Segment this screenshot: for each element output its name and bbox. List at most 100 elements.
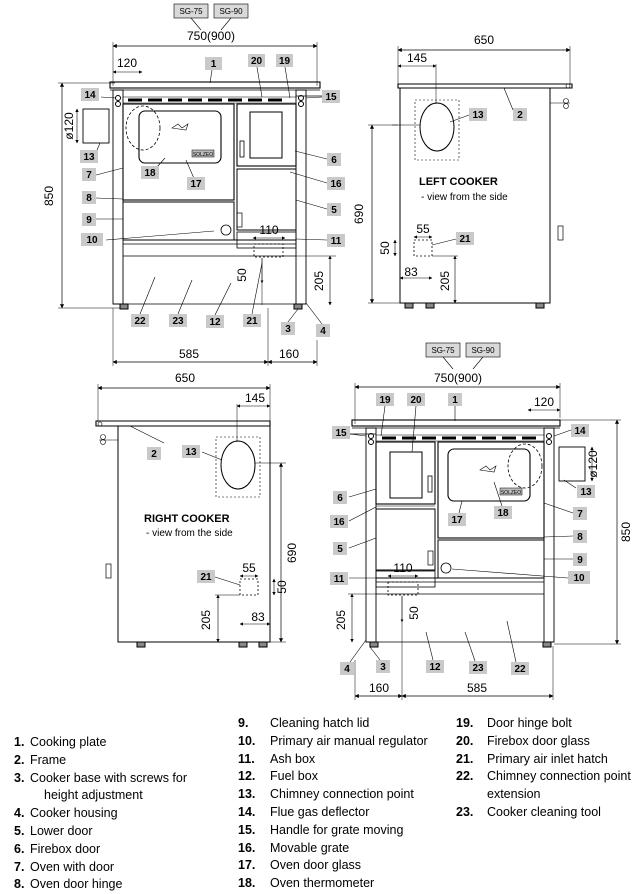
callout-22: 22 <box>134 316 146 327</box>
dim-850-b: 850 <box>619 522 633 542</box>
dim-850: 850 <box>42 186 56 206</box>
legend-item: 17.Oven door glass <box>238 858 362 873</box>
dim-110: 110 <box>259 223 278 237</box>
callout-12-b: 12 <box>429 662 441 673</box>
legend-column-1: 1.Cooking plate 2.Frame 3.Cooker base wi… <box>0 734 187 894</box>
legend-item-continued: extension <box>487 787 541 802</box>
legend-item: 11.Ash box <box>238 751 316 766</box>
legend-item: 14.Flue gas deflector <box>238 804 370 819</box>
dim-160: 160 <box>279 347 299 361</box>
dim-160-b: 160 <box>369 681 389 695</box>
legend-item-continued: height adjustment <box>44 788 143 803</box>
legend-item: 2.Frame <box>14 752 67 767</box>
callout-21-right: 21 <box>200 572 212 583</box>
callout-1: 1 <box>211 59 217 70</box>
parts-legend: 1.Cooking plate 2.Frame 3.Cooker base wi… <box>0 715 644 893</box>
callout-21-left: 21 <box>459 234 471 245</box>
dim-width-750-900: 750(900) <box>187 29 235 43</box>
legend-item: 3.Cooker base with screws for <box>14 770 188 785</box>
callout-3: 3 <box>285 324 291 335</box>
legend-item: 6.Firebox door <box>14 841 101 856</box>
callout-7: 7 <box>86 170 92 181</box>
dim-690-left: 690 <box>352 204 366 224</box>
callout-5-b: 5 <box>337 544 343 555</box>
dim-205: 205 <box>312 271 326 291</box>
dim-585-b: 585 <box>467 681 487 695</box>
callout-20-b: 20 <box>410 395 422 406</box>
legend-item: 23.Cooker cleaning tool <box>456 804 601 819</box>
left-cooker-caption: LEFT COOKER <box>419 176 498 188</box>
callout-17: 17 <box>190 179 202 190</box>
dim-205-right: 205 <box>199 610 213 630</box>
legend-column-2: 9.Cleaning hatch lid 10.Primary air manu… <box>238 715 428 893</box>
dim-650-top: 650 <box>474 33 494 47</box>
callout-14-b: 14 <box>574 426 586 437</box>
callout-16: 16 <box>330 179 342 190</box>
callout-7-b: 7 <box>577 509 583 520</box>
callout-3-b: 3 <box>380 662 386 673</box>
callout-18: 18 <box>144 168 156 179</box>
callout-11-b: 11 <box>334 574 345 585</box>
cooker-diagram: SG-75 SG-90 750(900) 120 850 ø120 <box>42 3 633 700</box>
dim-50-left: 50 <box>378 241 392 255</box>
legend-item: 1.Cooking plate <box>14 735 107 749</box>
thermometer-label-bottom: SOLZEO <box>501 490 521 496</box>
legend-item: 7.Oven with door <box>14 859 115 874</box>
front-view-bottom: SG-75 SG-90 750(900) 120 850 ø120 <box>330 342 633 700</box>
callout-5: 5 <box>331 205 337 216</box>
callout-14: 14 <box>84 90 96 101</box>
callout-4-b: 4 <box>344 664 350 675</box>
legend-item: 5.Lower door <box>14 823 93 838</box>
legend-item: 22.Chimney connection point <box>456 769 631 784</box>
right-cooker-subcaption: - view from the side <box>146 528 233 539</box>
callout-4: 4 <box>320 326 326 337</box>
callout-23-b: 23 <box>472 663 484 674</box>
callout-6-b: 6 <box>337 493 343 504</box>
callout-16-b: 16 <box>333 517 345 528</box>
model-tag-sg75-b: SG-75 <box>431 346 455 355</box>
callout-21: 21 <box>246 316 258 327</box>
callout-15: 15 <box>325 92 337 103</box>
dim-120: 120 <box>117 56 137 70</box>
callout-1-b: 1 <box>452 395 458 406</box>
legend-item: 9.Cleaning hatch lid <box>238 716 370 730</box>
callout-13-left: 13 <box>472 110 484 121</box>
callout-22-b: 22 <box>514 664 526 675</box>
callout-6: 6 <box>331 155 337 166</box>
right-cooker-side-view: 650 145 690 RIGHT COOKER - view from the… <box>95 371 299 648</box>
callout-15-b: 15 <box>335 428 347 439</box>
dim-width-750-900-b: 750(900) <box>434 371 482 385</box>
legend-item: 8.Oven door hinge <box>14 877 123 892</box>
model-tag-sg75: SG-75 <box>179 7 203 16</box>
callout-2-left: 2 <box>517 110 523 121</box>
thermometer-label-top: SOLZEO <box>193 152 213 158</box>
callout-18-b: 18 <box>497 508 509 519</box>
callout-23: 23 <box>172 316 184 327</box>
dim-o120: ø120 <box>62 112 76 140</box>
dim-690-right: 690 <box>285 543 299 563</box>
callout-2-right: 2 <box>151 449 157 460</box>
legend-item: 12.Fuel box <box>238 769 318 784</box>
callout-13-b: 13 <box>580 487 592 498</box>
legend-item: 15.Handle for grate moving <box>238 822 404 837</box>
callout-8: 8 <box>86 193 92 204</box>
legend-item: 19.Door hinge bolt <box>456 716 572 730</box>
dim-50-right: 50 <box>275 580 289 594</box>
callout-13: 13 <box>83 152 95 163</box>
legend-item: 4.Cooker housing <box>14 806 118 821</box>
dim-145-bottom: 145 <box>245 391 265 405</box>
dim-55-right: 55 <box>242 561 256 575</box>
legend-item: 16.Movable grate <box>238 840 350 855</box>
model-tag-sg90: SG-90 <box>219 7 243 16</box>
dim-145-top: 145 <box>407 51 427 65</box>
legend-column-3: 19.Door hinge bolt 20.Firebox door glass… <box>456 715 631 822</box>
dim-50: 50 <box>235 268 249 282</box>
dim-83-right: 83 <box>251 610 265 624</box>
dim-205-left: 205 <box>438 271 452 291</box>
dim-83-left: 83 <box>404 265 418 279</box>
callout-20: 20 <box>251 56 263 67</box>
callout-19: 19 <box>279 56 291 67</box>
callout-12: 12 <box>209 317 221 328</box>
legend-item: 10.Primary air manual regulator <box>238 733 428 748</box>
legend-item: 20.Firebox door glass <box>456 733 590 748</box>
